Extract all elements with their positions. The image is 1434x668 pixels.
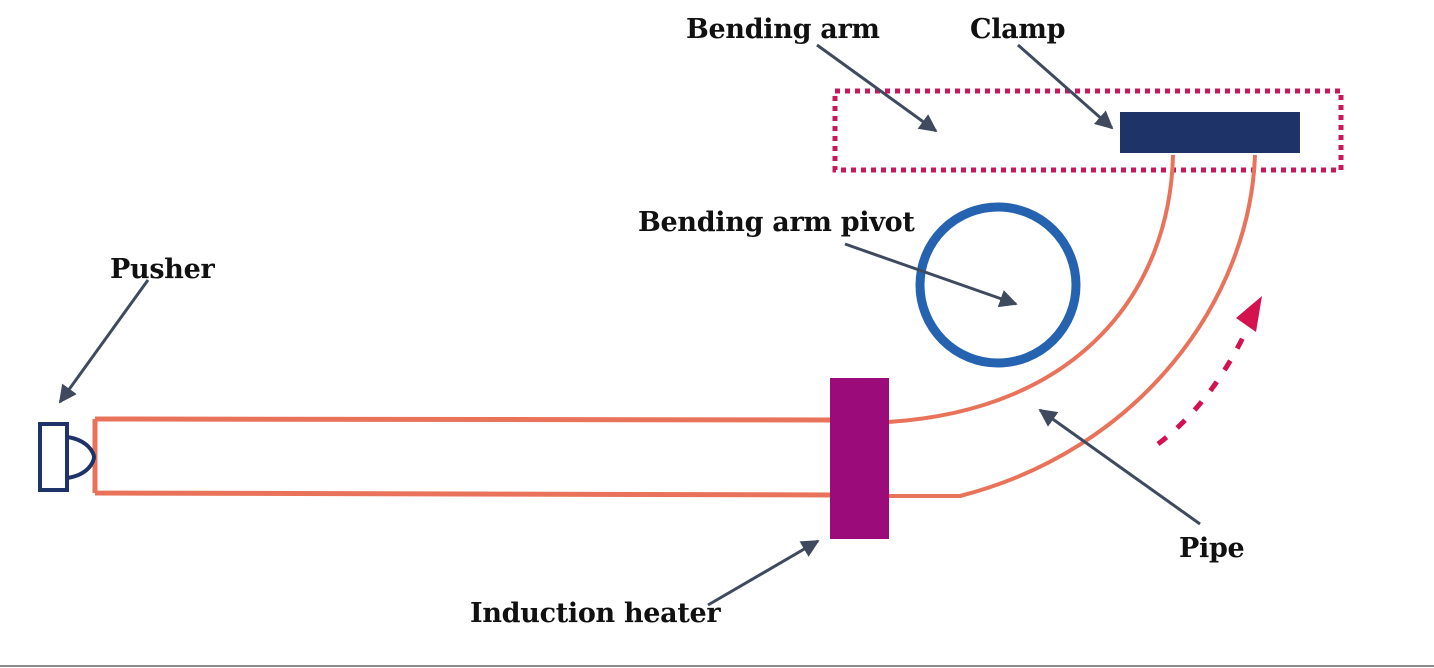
- bending-arm-pivot-ring: [915, 202, 1081, 368]
- induction-heater-block: [830, 378, 889, 539]
- bending-arm-outline: [832, 88, 1344, 173]
- clamp-label: Clamp: [970, 14, 1066, 45]
- induction-heater-label: Induction heater: [470, 598, 721, 629]
- bending-arm-label: Bending arm: [686, 14, 880, 45]
- induction-heater-pointer: [707, 539, 820, 607]
- pusher-icon: [38, 422, 97, 492]
- bending-direction-arrow: [1156, 317, 1255, 446]
- bending-arm-pivot-pointer: [844, 242, 1018, 308]
- bottom-divider: [0, 665, 1434, 667]
- bending-arm-pivot-label: Bending arm pivot: [638, 207, 915, 238]
- pipe-straight-section: [92, 416, 836, 498]
- bending-direction-arrowhead: [1236, 296, 1262, 332]
- pipe-bend-inner-wall: [887, 154, 1175, 424]
- pusher-pointer: [58, 279, 150, 404]
- pipe-pointer: [1038, 408, 1201, 526]
- pipe-label: Pipe: [1179, 533, 1245, 564]
- pusher-label: Pusher: [110, 254, 215, 285]
- clamp-pointer: [1017, 43, 1114, 130]
- pipe-bend-outer-wall: [888, 154, 1257, 498]
- bending-arm-pointer: [816, 43, 938, 133]
- clamp-block: [1120, 112, 1300, 153]
